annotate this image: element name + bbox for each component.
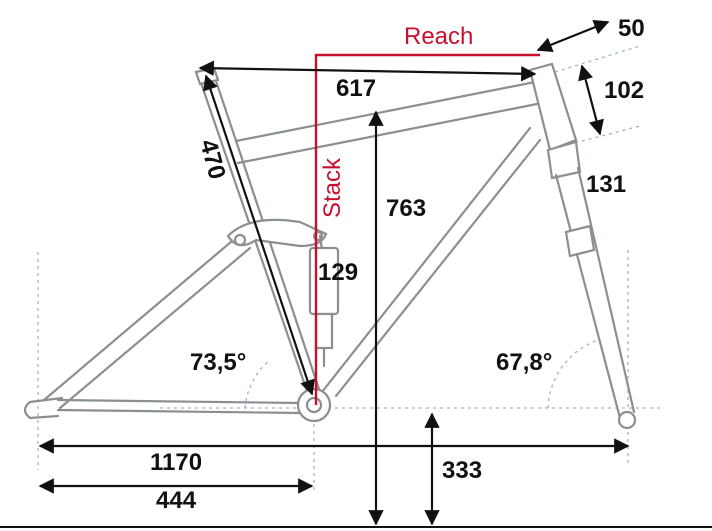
shock-length-label: 129 [318, 259, 358, 286]
wheelbase-label: 1170 [150, 449, 202, 476]
reach-label: Reach [404, 23, 473, 50]
frame-height-label: 763 [386, 195, 426, 222]
seat-tube-label: 470 [194, 137, 230, 183]
bb-height-label: 333 [442, 457, 482, 484]
reach-stack-lines [314, 53, 540, 405]
dimension-lines [0, 19, 712, 528]
chainstay-label: 444 [156, 487, 197, 514]
dimension-labels: Reach Stack 617 50 102 131 470 763 129 7… [150, 15, 645, 514]
head-angle-label: 67,8° [496, 349, 552, 376]
headtube-length-label: 131 [586, 171, 626, 198]
headtube-upper-label: 102 [604, 77, 644, 104]
seat-angle-label: 73,5° [190, 349, 246, 376]
headset-offset-label: 50 [618, 15, 645, 42]
stack-label: Stack [319, 157, 346, 218]
top-tube-label: 617 [336, 75, 376, 102]
